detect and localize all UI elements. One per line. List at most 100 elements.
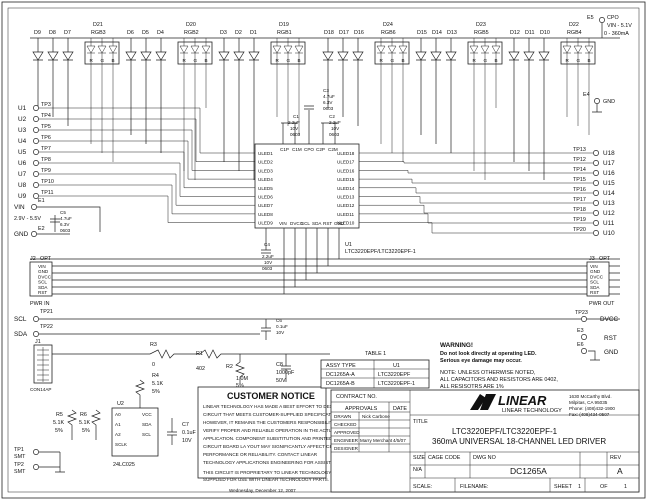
svg-text:U2: U2 — [117, 401, 124, 407]
right-u-label: U14 — [603, 190, 615, 197]
svg-text:6.3V: 6.3V — [60, 222, 70, 227]
test-point — [33, 127, 39, 133]
notice-line: HOWEVER, IT REMAINS THE CUSTOMERS RESPON… — [203, 420, 343, 425]
svg-text:DWG NO: DWG NO — [473, 455, 496, 461]
led-symbol — [415, 38, 427, 135]
left-tp-label: TP3 — [41, 102, 51, 108]
svg-text:402: 402 — [196, 366, 205, 372]
right-u-label: U13 — [603, 200, 615, 207]
svg-text:Do not look directly at operat: Do not look directly at operating LED. — [440, 351, 537, 357]
svg-text:CHECKED: CHECKED — [334, 422, 357, 427]
ic-pin-label: RST — [323, 221, 332, 226]
svg-text:5.1K: 5.1K — [53, 420, 64, 426]
ic-pin-label: ULED3 — [258, 168, 273, 173]
svg-text:LTC3220EPF-1: LTC3220EPF-1 — [378, 381, 415, 387]
svg-text:ENGINEER: ENGINEER — [334, 438, 359, 443]
ic-pin-label: ULED5 — [258, 186, 273, 191]
led-symbol — [233, 38, 245, 171]
led-symbol — [508, 38, 520, 162]
right-tp-label: TP16 — [573, 187, 586, 193]
pwr-in-label: PWR IN — [30, 301, 50, 307]
led-ref: D4 — [157, 30, 164, 36]
svg-text:0603: 0603 — [60, 228, 71, 233]
rgb-name: RGB4 — [567, 30, 582, 36]
svg-text:5.1K: 5.1K — [152, 381, 163, 387]
led-ref: D13 — [447, 30, 457, 36]
rgb-pin: R — [90, 58, 94, 63]
ic-pin-label: VIN — [279, 221, 287, 226]
rgb-diode — [272, 38, 282, 117]
rgb-diode — [86, 38, 96, 144]
svg-text:RST: RST — [604, 335, 617, 342]
drawing-frame — [7, 7, 640, 493]
test-point — [593, 170, 599, 176]
ic-bus-drops — [283, 228, 340, 294]
connector-pin-label: DVCC — [38, 274, 52, 279]
left-trace — [39, 184, 255, 215]
svg-text:C1: C1 — [293, 114, 299, 119]
right-u-label: U16 — [603, 170, 615, 177]
svg-text:SCALE:: SCALE: — [413, 484, 432, 490]
connector-pin-label: SDA — [38, 285, 48, 290]
svg-text:ASSY TYPE: ASSY TYPE — [326, 363, 356, 369]
notice-line: PERFORMANCE OR RELIABILITY. CONTACT LINE… — [203, 452, 318, 457]
svg-text:4.7uF: 4.7uF — [323, 94, 335, 99]
cpo-current: 0 - 360mA — [604, 31, 629, 37]
cap-c6: C6 0.1uF 10V — [261, 318, 288, 340]
ic-pin-label: ULED18 — [337, 151, 355, 156]
ic-pin-label: ULED14 — [337, 186, 355, 191]
test-point — [593, 220, 599, 226]
cap-c4: C4 2.2uF 10V 0603 — [261, 228, 274, 271]
svg-text:CONTRACT NO.: CONTRACT NO. — [336, 394, 377, 400]
rgb-pin: G — [577, 58, 581, 63]
svg-text:SMT: SMT — [14, 454, 26, 460]
svg-text:2.2uF: 2.2uF — [262, 254, 274, 259]
left-tp-label: TP8 — [41, 157, 51, 163]
right-trace — [359, 213, 593, 224]
u2-pin-label: A1 — [115, 422, 121, 427]
notice-line: APPLICATION. COMPONENT SUBSTITUTION AND … — [203, 436, 333, 441]
led-ref: D7 — [64, 30, 71, 36]
svg-text:1.0M: 1.0M — [236, 376, 248, 382]
led-ref: D14 — [432, 30, 442, 36]
led-symbol — [125, 38, 137, 135]
connector-pin-label: SCL — [38, 280, 47, 285]
left-tp-label: TP5 — [41, 124, 51, 130]
led-symbol — [47, 38, 59, 117]
svg-text:TITLE: TITLE — [413, 419, 428, 425]
left-tp-label: TP11 — [41, 190, 53, 196]
ic-u1-body — [254, 143, 360, 229]
u2-pin-label: A0 — [115, 412, 121, 417]
svg-text:360mA UNIVERSAL 18-CHANNEL LED: 360mA UNIVERSAL 18-CHANNEL LED DRIVER — [432, 437, 606, 446]
led-ref: D11 — [525, 30, 535, 36]
cpo-label: CPO — [607, 15, 619, 21]
rgb-pin: G — [484, 58, 488, 63]
dvcc-rst-ports: TP23 DVCC E3 RST E6 GND — [575, 310, 619, 361]
ic-pin-label: ULED2 — [258, 160, 273, 165]
led-symbol — [140, 38, 152, 144]
left-u-label: U2 — [18, 116, 27, 123]
svg-text:LTC3220EPF: LTC3220EPF — [378, 372, 411, 378]
left-u-label: U1 — [18, 105, 27, 112]
svg-text:1630 McCarthy Blvd.: 1630 McCarthy Blvd. — [569, 394, 612, 399]
rgb-diode — [201, 38, 211, 108]
rgb-pin: B — [112, 58, 115, 63]
rgb-diode — [562, 38, 572, 117]
ic-pin-label: ULED4 — [258, 177, 273, 182]
ic-pin-label: ULED9 — [258, 221, 273, 226]
cap-c7: C7 0.1uF 10V — [167, 418, 196, 445]
svg-text:6.3V: 6.3V — [323, 100, 333, 105]
led-symbol — [445, 38, 457, 153]
rgb-diode — [480, 38, 490, 180]
rgb-diode — [376, 38, 386, 144]
svg-text:E2: E2 — [38, 226, 45, 232]
right-tp-label: TP13 — [573, 147, 586, 153]
rgb-pin: G — [287, 58, 291, 63]
svg-text:LINEAR TECHNOLOGY: LINEAR TECHNOLOGY — [502, 408, 562, 414]
rgb-ref: D21 — [93, 22, 103, 28]
